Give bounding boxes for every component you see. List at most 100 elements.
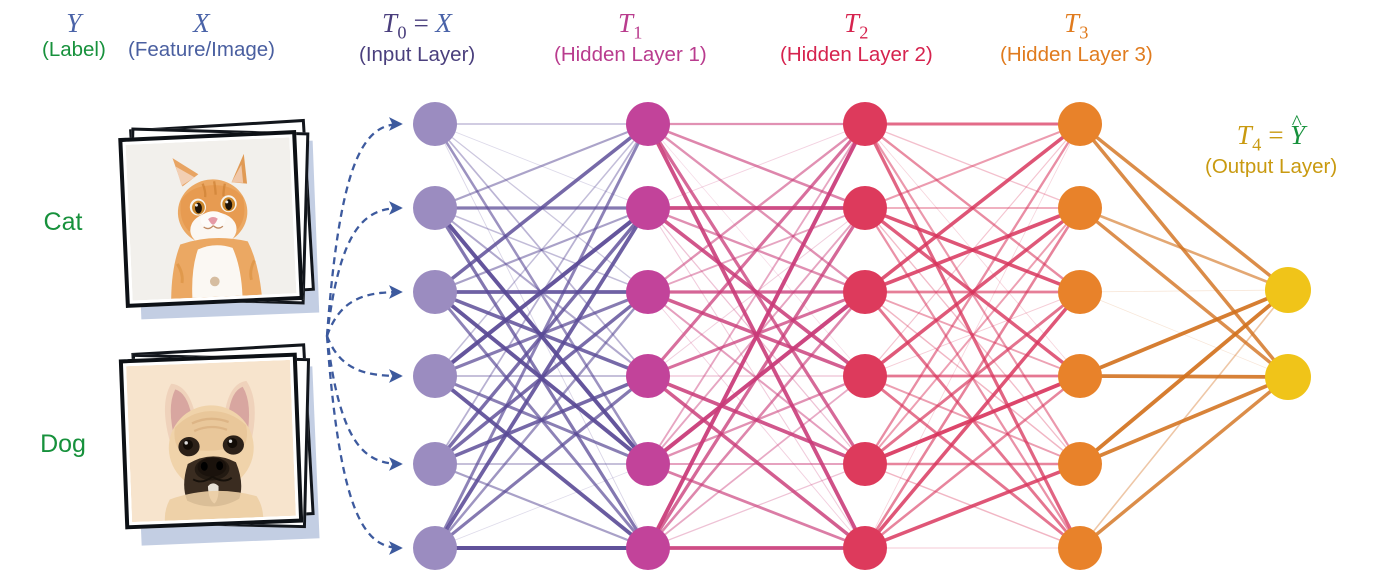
edge-hidden3-5-output-0 — [1079, 289, 1289, 549]
edge-hidden2-5-hidden3-0 — [864, 123, 1081, 549]
edge-hidden3-0-output-0 — [1078, 122, 1290, 292]
node-hidden-layer-1-6[interactable] — [626, 526, 670, 570]
header-feature-column: X (Feature/Image) — [128, 8, 275, 62]
node-hidden-layer-3-2[interactable] — [1058, 186, 1102, 230]
edge-hidden2-4-hidden3-1 — [864, 207, 1081, 465]
node-input-layer-1[interactable] — [413, 102, 457, 146]
edge-hidden2-5-hidden3-1 — [863, 206, 1082, 550]
header-symbol: Y — [66, 8, 82, 38]
node-input-layer-5[interactable] — [413, 442, 457, 486]
node-hidden-layer-1-1[interactable] — [626, 102, 670, 146]
input-feed-arrow-2 — [325, 285, 403, 337]
edge-hidden2-2-hidden3-0 — [863, 122, 1082, 294]
header-caption: (Hidden Layer 3) — [1000, 42, 1153, 66]
dog-photo — [118, 352, 304, 530]
edge-hidden3-4-output-0 — [1078, 288, 1290, 466]
nodes-layer — [413, 102, 1311, 570]
cat-image — [125, 137, 297, 301]
edge-input-4-hidden1-0 — [434, 123, 649, 465]
edge-hidden3-5-output-1 — [1078, 375, 1290, 550]
dog-photo-stack — [118, 343, 323, 546]
input-feed-arrow-3 — [325, 335, 403, 383]
node-hidden-layer-2-5[interactable] — [843, 442, 887, 486]
edge-hidden1-5-hidden2-0 — [646, 122, 867, 550]
input-feed-arrow-5 — [325, 335, 403, 555]
node-output-layer-2[interactable] — [1265, 354, 1311, 400]
edge-hidden2-5-hidden3-4 — [863, 462, 1082, 550]
edge-hidden3-0-output-1 — [1078, 122, 1290, 379]
header-hidden-layer-3-column: T3 (Hidden Layer 3) — [1000, 8, 1153, 67]
edge-input-5-hidden1-3 — [433, 374, 650, 550]
edge-input-1-hidden1-0 — [433, 122, 650, 210]
header-label-column: Y (Label) — [42, 8, 106, 62]
edge-input-5-hidden1-4 — [434, 463, 649, 549]
node-hidden-layer-2-1[interactable] — [843, 102, 887, 146]
edge-hidden1-5-hidden2-1 — [646, 206, 867, 550]
edge-hidden3-1-output-1 — [1078, 206, 1290, 379]
header-caption: (Hidden Layer 2) — [780, 42, 933, 66]
node-hidden-layer-1-3[interactable] — [626, 270, 670, 314]
input-feed-arrow-4 — [325, 335, 403, 471]
edges-layer — [432, 122, 1290, 551]
edge-hidden3-4-output-1 — [1078, 375, 1290, 466]
header-symbol: T2 — [843, 8, 869, 43]
edge-hidden1-3-hidden2-1 — [647, 207, 866, 377]
node-input-layer-6[interactable] — [413, 526, 457, 570]
header-caption: (Feature/Image) — [128, 38, 275, 62]
node-input-layer-2[interactable] — [413, 186, 457, 230]
input-feed-arrow-1 — [325, 201, 403, 337]
node-hidden-layer-2-6[interactable] — [843, 526, 887, 570]
edge-hidden3-3-output-0 — [1078, 288, 1290, 378]
header-symbol: X — [193, 8, 210, 38]
node-hidden-layer-1-2[interactable] — [626, 186, 670, 230]
fan-arrows-layer — [325, 117, 403, 555]
edge-hidden2-5-hidden3-3 — [863, 374, 1082, 550]
edge-hidden1-1-hidden2-0 — [647, 123, 866, 209]
edge-hidden1-3-hidden2-0 — [646, 122, 867, 378]
edge-hidden2-2-hidden3-3 — [864, 291, 1081, 377]
node-hidden-layer-3-6[interactable] — [1058, 526, 1102, 570]
edge-input-5-hidden1-0 — [433, 122, 650, 550]
edge-input-2-hidden1-0 — [433, 122, 650, 294]
edge-input-5-hidden1-2 — [433, 290, 650, 550]
node-input-layer-4[interactable] — [413, 354, 457, 398]
header-hidden-layer-1-column: T1 (Hidden Layer 1) — [554, 8, 707, 67]
edge-input-5-hidden1-1 — [433, 206, 650, 550]
header-caption: (Output Layer) — [1205, 154, 1338, 178]
edge-hidden1-5-hidden2-3 — [647, 375, 866, 549]
header-symbol: T3 — [1063, 8, 1089, 43]
node-hidden-layer-2-2[interactable] — [843, 186, 887, 230]
edge-hidden2-3-hidden3-2 — [864, 291, 1081, 377]
edge-hidden1-5-hidden2-2 — [646, 290, 867, 550]
edge-hidden2-0-hidden3-1 — [864, 123, 1081, 209]
edge-hidden2-5-hidden3-2 — [863, 290, 1082, 550]
node-input-layer-3[interactable] — [413, 270, 457, 314]
node-hidden-layer-2-4[interactable] — [843, 354, 887, 398]
edge-input-3-hidden1-0 — [434, 123, 649, 377]
header-input-layer-column: T0=X (Input Layer) — [359, 8, 475, 67]
class-label-cat: Cat — [43, 208, 83, 236]
edge-hidden3-2-output-0 — [1079, 289, 1289, 293]
node-hidden-layer-3-3[interactable] — [1058, 270, 1102, 314]
edge-hidden2-4-hidden3-0 — [863, 122, 1082, 466]
node-hidden-layer-1-5[interactable] — [626, 442, 670, 486]
edge-hidden2-2-hidden3-1 — [863, 206, 1082, 294]
dog-image — [126, 359, 296, 523]
edge-input-2-hidden1-1 — [433, 206, 650, 294]
edge-hidden3-1-output-0 — [1078, 206, 1290, 292]
node-output-layer-1[interactable] — [1265, 267, 1311, 313]
header-caption: (Hidden Layer 1) — [554, 42, 707, 66]
class-label-dog: Dog — [40, 430, 86, 458]
node-hidden-layer-3-4[interactable] — [1058, 354, 1102, 398]
edge-input-3-hidden1-1 — [432, 205, 651, 379]
node-hidden-layer-3-1[interactable] — [1058, 102, 1102, 146]
edge-hidden1-2-hidden2-0 — [646, 122, 867, 294]
node-hidden-layer-3-5[interactable] — [1058, 442, 1102, 486]
header-caption: (Input Layer) — [359, 42, 476, 66]
node-hidden-layer-2-3[interactable] — [843, 270, 887, 314]
node-hidden-layer-1-4[interactable] — [626, 354, 670, 398]
edge-hidden1-4-hidden2-0 — [647, 123, 866, 465]
header-hidden-layer-2-column: T2 (Hidden Layer 2) — [780, 8, 933, 67]
